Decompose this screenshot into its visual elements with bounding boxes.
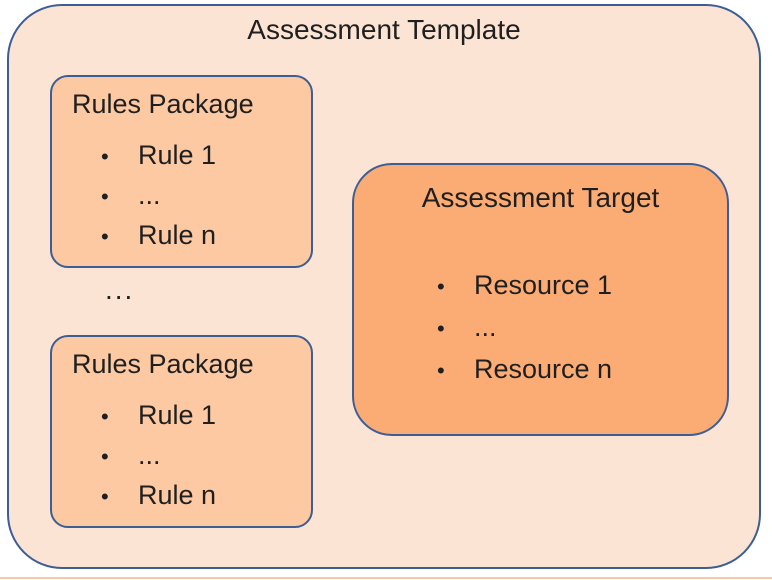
bullet-icon: • bbox=[101, 404, 109, 429]
bullet-icon: • bbox=[101, 484, 109, 509]
bullet-icon: • bbox=[437, 358, 445, 383]
list-item: • Resource n bbox=[354, 349, 727, 391]
rules-package-box-2: Rules Package • Rule 1 • ... • Rule n bbox=[50, 335, 313, 528]
list-item-label: Rule 1 bbox=[138, 400, 217, 430]
list-item-label: ... bbox=[138, 440, 161, 470]
list-item: • Rule n bbox=[52, 216, 311, 256]
rules-package-title: Rules Package bbox=[72, 89, 254, 119]
bullet-icon: • bbox=[437, 274, 445, 299]
packages-ellipsis: ... bbox=[105, 274, 135, 305]
list-item-label: ... bbox=[474, 312, 497, 342]
list-item-label: Rule n bbox=[138, 220, 217, 250]
rules-package-title: Rules Package bbox=[72, 349, 254, 379]
list-item: • Rule n bbox=[52, 476, 311, 516]
bullet-icon: • bbox=[101, 184, 109, 209]
bullet-icon: • bbox=[101, 144, 109, 169]
list-item: • Rule 1 bbox=[52, 396, 311, 436]
assessment-template-container: Assessment Template Rules Package • Rule… bbox=[7, 4, 761, 569]
list-item: • Rule 1 bbox=[52, 136, 311, 176]
assessment-target-title: Assessment Target bbox=[421, 182, 660, 213]
list-item-label: Resource n bbox=[474, 354, 613, 384]
assessment-template-title: Assessment Template bbox=[247, 14, 521, 45]
list-item-label: Resource 1 bbox=[474, 270, 613, 300]
list-item: • ... bbox=[354, 307, 727, 349]
bullet-icon: • bbox=[101, 224, 109, 249]
bullet-icon: • bbox=[101, 444, 109, 469]
list-item-label: Rule 1 bbox=[138, 140, 217, 170]
bullet-icon: • bbox=[437, 316, 445, 341]
list-item: • ... bbox=[52, 176, 311, 216]
bottom-border-line bbox=[0, 577, 772, 579]
list-item-label: Rule n bbox=[138, 480, 217, 510]
rules-list: • Rule 1 • ... • Rule n bbox=[52, 396, 311, 516]
rules-package-box-1: Rules Package • Rule 1 • ... • Rule n bbox=[50, 75, 313, 268]
rules-list: • Rule 1 • ... • Rule n bbox=[52, 136, 311, 256]
list-item: • ... bbox=[52, 436, 311, 476]
assessment-target-box: Assessment Target • Resource 1 • ... • R… bbox=[352, 163, 729, 436]
resources-list: • Resource 1 • ... • Resource n bbox=[354, 265, 727, 391]
list-item: • Resource 1 bbox=[354, 265, 727, 307]
list-item-label: ... bbox=[138, 180, 161, 210]
